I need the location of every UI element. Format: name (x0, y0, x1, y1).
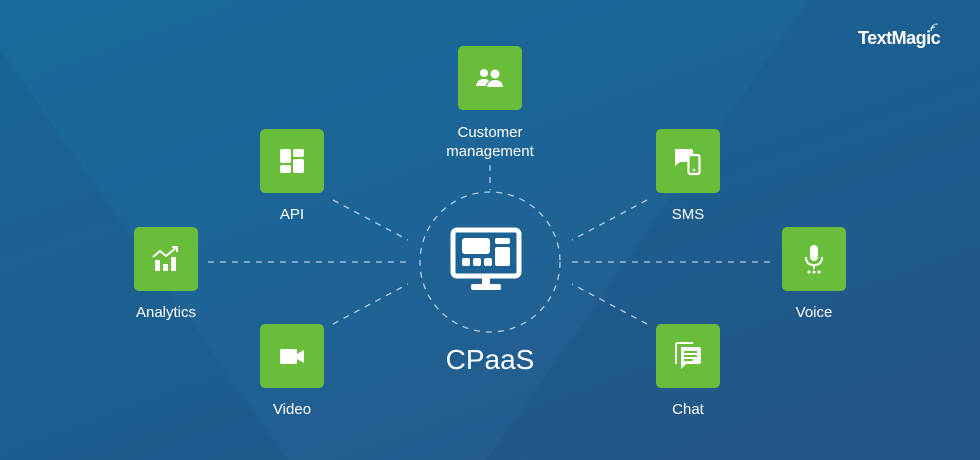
node-chat[interactable]: Chat (628, 324, 748, 419)
voice-tile[interactable] (782, 227, 846, 291)
node-label: Customer (457, 124, 523, 141)
connector-chat (571, 283, 648, 325)
monitor-dashboard-icon (450, 227, 522, 290)
center-label: CPaaS (445, 344, 535, 375)
bar-chart-trend-icon (152, 246, 178, 271)
textmagic-logo: TextMagic (858, 28, 941, 48)
node-label: API (279, 206, 305, 223)
node-label: SMS (671, 206, 705, 223)
microphone-icon (805, 245, 823, 274)
video-camera-icon (280, 349, 304, 364)
sms-tile[interactable] (656, 129, 720, 193)
connector-api (332, 199, 409, 241)
node-api[interactable]: API (232, 129, 352, 224)
grid-blocks-icon (280, 149, 304, 173)
analytics-tile[interactable] (134, 227, 198, 291)
node-label: Chat (672, 401, 704, 418)
node-label: Voice (795, 304, 833, 321)
center-dashed-circle (419, 191, 561, 333)
customer-management-tile[interactable] (458, 46, 522, 110)
chat-tile[interactable] (656, 324, 720, 388)
signal-wave-icon (930, 23, 939, 32)
users-icon (476, 69, 503, 87)
api-tile[interactable] (260, 129, 324, 193)
node-label: Analytics (135, 304, 197, 321)
node-customer-management[interactable]: Customer management (430, 46, 550, 161)
video-tile[interactable] (260, 324, 324, 388)
node-video[interactable]: Video (232, 324, 352, 419)
chat-bubbles-icon (675, 342, 701, 369)
node-voice[interactable]: Voice (754, 227, 874, 322)
node-analytics[interactable]: Analytics (106, 227, 226, 322)
node-label: management (446, 143, 534, 160)
node-label: Video (272, 401, 312, 418)
connector-sms (571, 199, 648, 241)
connector-video (332, 283, 409, 325)
node-sms[interactable]: SMS (628, 129, 748, 224)
message-phone-icon (675, 149, 701, 176)
